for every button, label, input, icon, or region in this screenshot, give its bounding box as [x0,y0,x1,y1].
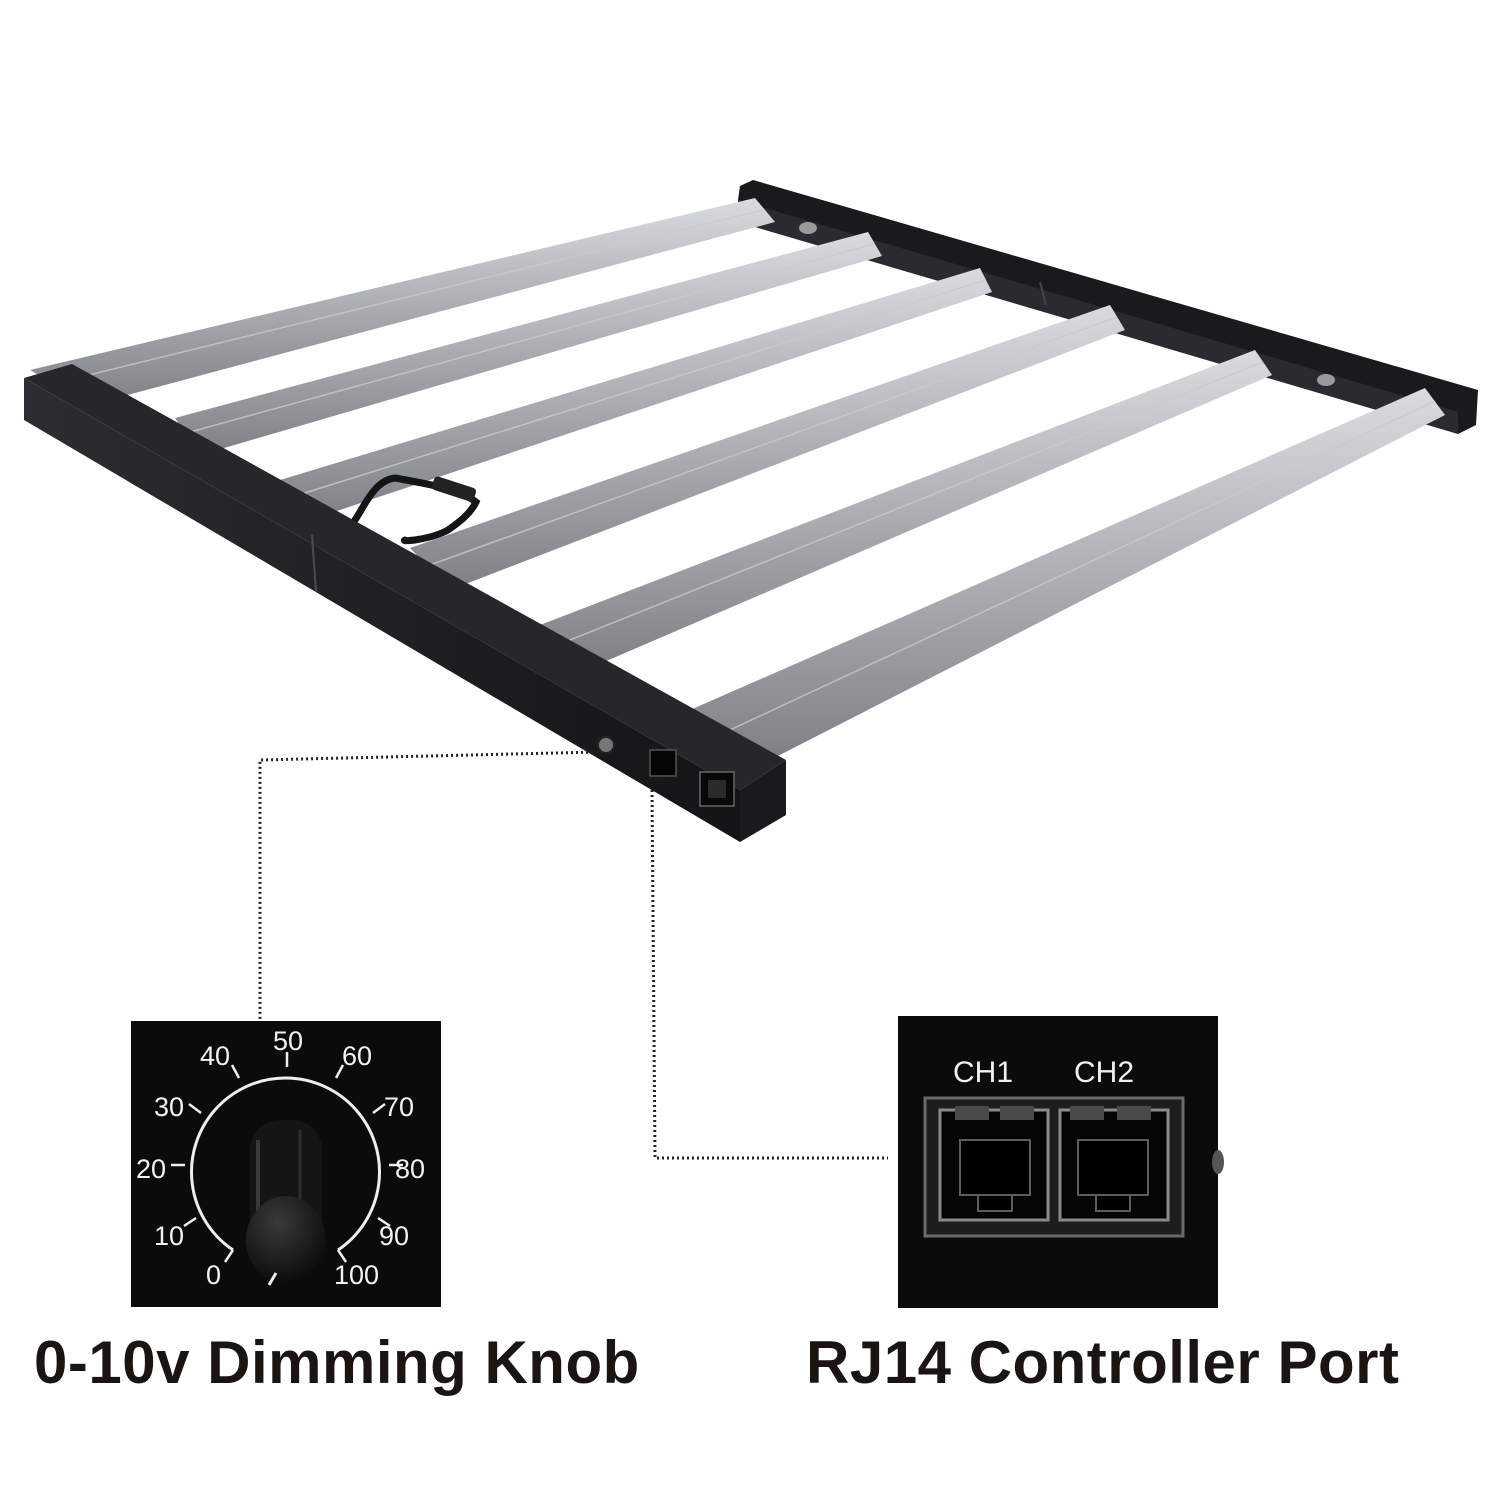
dial-label-70: 70 [384,1092,414,1122]
light-bar [175,232,882,455]
dial-label-100: 100 [334,1260,379,1290]
leader-lines [258,750,888,1160]
grow-light-fixture [24,180,1478,842]
light-bar [690,388,1445,760]
light-bars [30,198,1445,760]
dial-label-60: 60 [342,1041,372,1071]
dimming-knob-icon [597,736,615,754]
knob-pointer [267,1272,278,1286]
power-cable [351,474,481,545]
light-bar [410,305,1125,590]
dial-label-10: 10 [154,1221,184,1251]
rj14-port-icon [649,749,677,777]
dial-label-80: 80 [395,1154,425,1184]
dial-label-90: 90 [379,1221,409,1251]
port-ch1 [938,1106,1050,1222]
port-ch2 [1058,1106,1170,1222]
dial-label-0: 0 [206,1260,221,1290]
dial-scale-labels: 0 10 20 30 40 50 60 70 80 90 100 [136,1026,425,1290]
dimming-knob-inset: 0 10 20 30 40 50 60 70 80 90 100 [131,1021,441,1307]
dial-label-50: 50 [273,1026,303,1056]
front-rail [24,364,786,842]
controller-port-caption: RJ14 Controller Port [806,1329,1400,1396]
rj14-port-inset: CH1 CH2 [898,1016,1224,1308]
ch2-label: CH2 [1074,1056,1134,1089]
dial-ticks [171,1052,403,1263]
light-bar [540,350,1272,668]
dial-label-20: 20 [136,1154,166,1184]
dimmer-knob [246,1120,326,1286]
light-bar [280,268,992,520]
dial-label-40: 40 [200,1041,230,1071]
ch1-label: CH1 [953,1056,1013,1089]
mount-screw-icon [799,222,817,234]
dial-label-30: 30 [154,1092,184,1122]
port-leader-line [650,789,888,1160]
mount-screw-icon [1317,374,1335,386]
dimming-knob-caption: 0-10v Dimming Knob [34,1329,640,1396]
knob-leader-line [258,750,599,1020]
light-bar [30,198,775,405]
